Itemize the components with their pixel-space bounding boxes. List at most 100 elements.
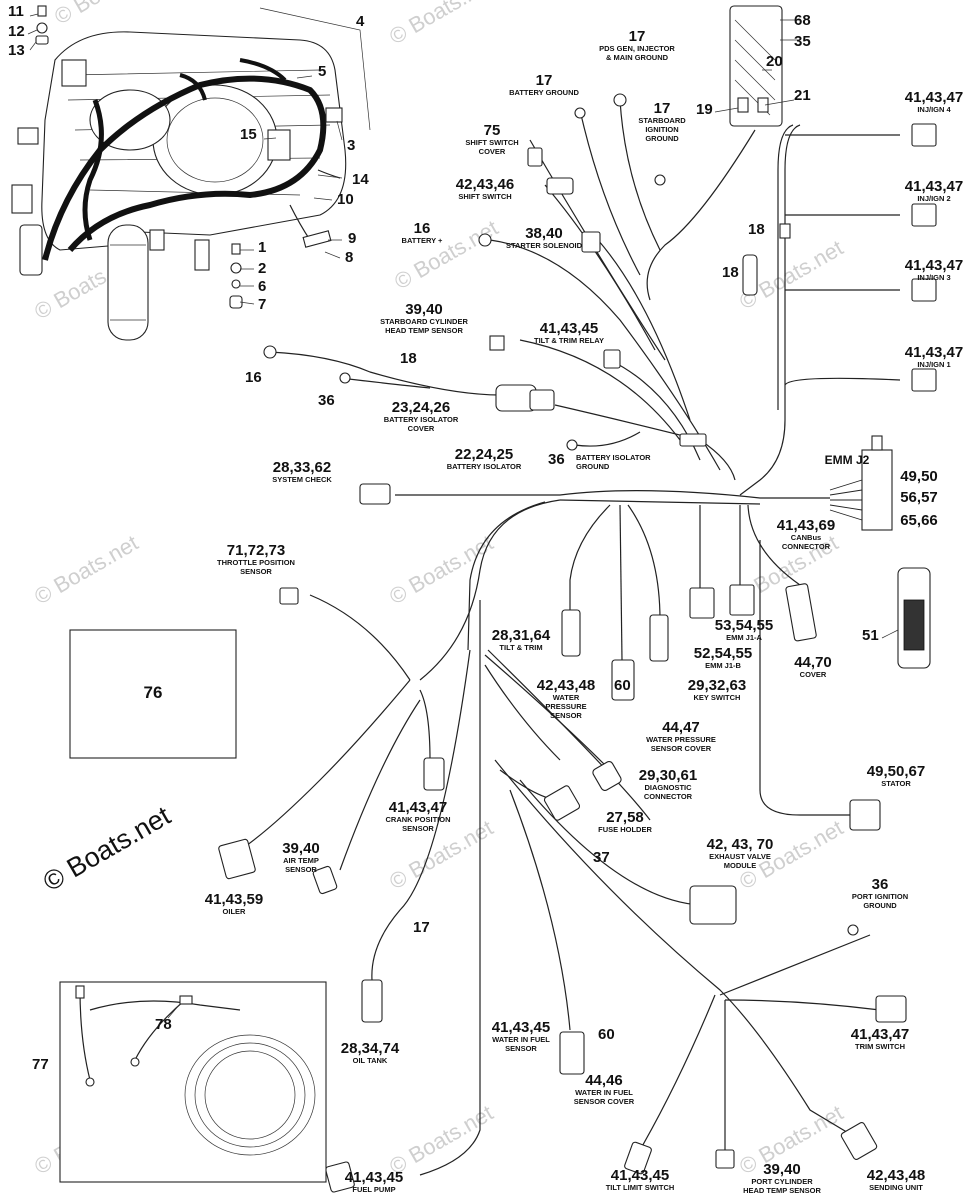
callout-c-51: 51 <box>862 627 879 644</box>
label-number: 49,50,67 <box>867 763 925 780</box>
label-number: 22,24,25 <box>455 446 513 463</box>
label-caption: DIAGNOSTIC <box>644 783 692 792</box>
label-caption: BATTERY ISOLATOR <box>384 415 459 424</box>
label-l-4950: 49,50 <box>900 468 938 485</box>
callout-c-4: 4 <box>356 13 365 30</box>
label-caption: TILT LIMIT SWITCH <box>606 1183 675 1192</box>
label-caption: FUSE HOLDER <box>598 825 652 834</box>
label-number: 56,57 <box>900 489 938 506</box>
label-number: 27,58 <box>606 809 644 826</box>
label-caption: BATTERY GROUND <box>509 88 579 97</box>
label-caption: STARBOARD <box>638 116 686 125</box>
label-caption: SENSOR COVER <box>574 1097 635 1106</box>
callout-c-7: 7 <box>258 296 266 313</box>
label-caption: THROTTLE POSITION <box>217 558 295 567</box>
label-caption: TILT & TRIM RELAY <box>534 336 604 345</box>
label-caption: OIL TANK <box>353 1056 388 1065</box>
label-caption: AIR TEMP <box>283 856 319 865</box>
label-caption: GROUND <box>645 134 679 143</box>
callout-c-60b: 60 <box>598 1026 615 1043</box>
label-caption: SENDING UNIT <box>869 1183 923 1192</box>
label-number: 42, 43, 70 <box>707 836 774 853</box>
label-number: 41,43,69 <box>777 517 835 534</box>
callout-c-17d: 17 <box>413 919 430 936</box>
label-number: 17 <box>629 28 646 45</box>
callout-c-12: 12 <box>8 23 25 40</box>
label-number: 41,43,59 <box>205 891 263 908</box>
callout-c-18a: 18 <box>748 221 765 238</box>
label-caption: CANBus <box>791 533 821 542</box>
label-caption: IGNITION <box>645 125 678 134</box>
callout-c-2: 2 <box>258 260 266 277</box>
label-number: 42,43,46 <box>456 176 514 193</box>
label-caption: HEAD TEMP SENSOR <box>743 1186 821 1195</box>
label-number: 44,70 <box>794 654 832 671</box>
label-l-6566: 65,66 <box>900 512 938 529</box>
label-caption: WATER PRESSURE <box>646 735 716 744</box>
callout-c-18b: 18 <box>722 264 739 281</box>
label-number: 75 <box>484 122 501 139</box>
label-caption: GROUND <box>863 901 897 910</box>
label-caption: PORT CYLINDER <box>751 1177 813 1186</box>
label-caption: CONNECTOR <box>644 792 693 801</box>
label-caption: WATER IN FUEL <box>575 1088 633 1097</box>
callout-c-9: 9 <box>348 230 356 247</box>
label-number: 41,43,45 <box>540 320 598 337</box>
callout-c-14: 14 <box>352 171 369 188</box>
label-caption: COVER <box>800 670 827 679</box>
label-number: 17 <box>654 100 671 117</box>
label-number: 39,40 <box>282 840 320 857</box>
label-number: 39,40 <box>405 301 443 318</box>
label-caption: SENSOR <box>240 567 272 576</box>
label-number: 28,33,62 <box>273 459 331 476</box>
label-number: 42,43,48 <box>537 677 595 694</box>
label-caption: TRIM SWITCH <box>855 1042 905 1051</box>
label-number: 23,24,26 <box>392 399 450 416</box>
callout-layer: 1112134515314109812676835202119181818163… <box>8 3 879 1073</box>
label-caption: EXHAUST VALVE <box>709 852 771 861</box>
label-number: EMM J2 <box>825 453 870 467</box>
label-caption: CONNECTOR <box>782 542 831 551</box>
engine-assembly <box>11 5 371 341</box>
label-caption: MODULE <box>724 861 757 870</box>
callout-c-21: 21 <box>794 87 811 104</box>
callout-c-18c: 18 <box>400 350 417 367</box>
label-caption: OILER <box>223 907 247 916</box>
label-number: 17 <box>536 72 553 89</box>
callout-c-13: 13 <box>8 42 25 59</box>
callout-c-37: 37 <box>593 849 610 866</box>
callout-c-16b: 16 <box>245 369 262 386</box>
label-number: 41,43,47 <box>389 799 447 816</box>
label-caption: STARTER SOLENOID <box>506 241 583 250</box>
label-caption: & MAIN GROUND <box>606 53 669 62</box>
callout-c-35: 35 <box>794 33 811 50</box>
label-number: 41,43,45 <box>345 1169 403 1186</box>
callout-c-77: 77 <box>32 1056 49 1073</box>
label-number: 49,50 <box>900 468 938 485</box>
label-caption: PRESSURE <box>545 702 586 711</box>
label-caption: STARBOARD CYLINDER <box>380 317 468 326</box>
callout-c-8: 8 <box>345 249 353 266</box>
